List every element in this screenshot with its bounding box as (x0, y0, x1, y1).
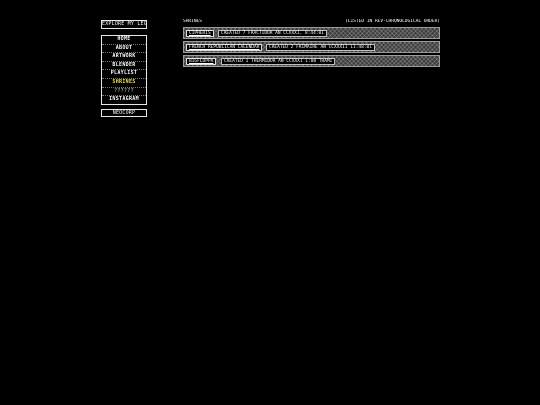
sidebar-item-artwork[interactable]: ARTWORK (102, 53, 146, 62)
page-title: SHRINES (183, 19, 202, 24)
explore-header-button[interactable]: EXPLORE MY LEGR (101, 20, 147, 29)
sidebar-item-home[interactable]: HOME (102, 36, 146, 45)
shrine-created-date: CREATED 1 THERMIDOR AN CCXXXI 1:08 THAMI (221, 58, 336, 65)
shrine-created-date: CREATED 2 FRIMAIRE AN CCXXXII 11:48:01 (266, 44, 375, 51)
shrine-created-date: CREATED 7 FRACTIDOR AN CCXXXI, 8:44:01 (218, 30, 327, 37)
sidebar-item-playlist[interactable]: PLAYLIST (102, 70, 146, 79)
shrines-panel: SHRINES (LISTED IN REV-CHRONOLOGICAL ORD… (183, 19, 440, 67)
neocorp-button[interactable]: NEOCORP (101, 108, 147, 117)
shrine-link-bigfloppa[interactable]: BIGFLOPPA (186, 58, 217, 65)
sidebar-item-instagram[interactable]: INSTAGRAM (109, 96, 139, 103)
sidebar-nav: HOME ABOUT ARTWORK BLENDER PLAYLIST SHRI… (101, 35, 147, 105)
sidebar: EXPLORE MY LEGR HOME ABOUT ARTWORK BLEND… (101, 20, 147, 117)
shrine-row: BIGFLOPPA CREATED 1 THERMIDOR AN CCXXXI … (183, 55, 440, 67)
ordering-note: (LISTED IN REV-CHRONOLOGICAL ORDER) (345, 19, 440, 24)
shrines-header: SHRINES (LISTED IN REV-CHRONOLOGICAL ORD… (183, 19, 440, 25)
shrine-row: FRENCH REPUBLICAN CALENDAR CREATED 2 FRI… (183, 41, 440, 53)
shrine-row: CIPHERIS CREATED 7 FRACTIDOR AN CCXXXI, … (183, 27, 440, 39)
sidebar-item-blender[interactable]: BLENDER (102, 62, 146, 71)
sidebar-item-shrines[interactable]: SHRINES (102, 79, 146, 88)
shrine-link-cipheris[interactable]: CIPHERIS (186, 30, 214, 37)
sidebar-item-hidden[interactable]: ?????? (102, 88, 146, 97)
shrine-link-french-republican-calendar[interactable]: FRENCH REPUBLICAN CALENDAR (186, 44, 263, 51)
sidebar-item-about[interactable]: ABOUT (102, 45, 146, 54)
